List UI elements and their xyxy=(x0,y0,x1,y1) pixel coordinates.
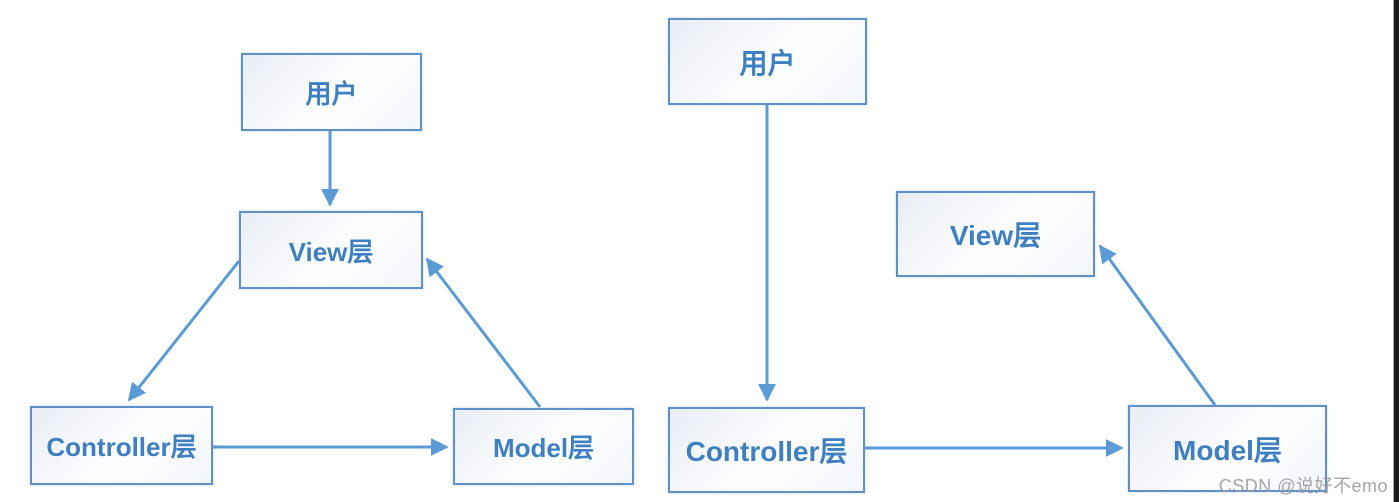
screen-right-edge-strip xyxy=(1393,0,1399,502)
left-user-node: 用户 xyxy=(241,53,422,131)
left-controller-node: Controller层 xyxy=(30,406,213,485)
left-model-node: Model层 xyxy=(453,408,634,485)
left-view-node: View层 xyxy=(239,211,423,289)
arrow-left-view-to-controller xyxy=(127,260,241,402)
right-model-node: Model层 xyxy=(1128,405,1327,492)
right-user-node: 用户 xyxy=(668,18,867,105)
arrow-left-model-to-view xyxy=(425,257,542,408)
csdn-watermark: CSDN @说好不emo xyxy=(1218,476,1388,496)
right-view-node: View层 xyxy=(896,191,1095,277)
right-controller-node: Controller层 xyxy=(668,407,865,493)
arrow-right-model-to-view xyxy=(1098,244,1217,406)
